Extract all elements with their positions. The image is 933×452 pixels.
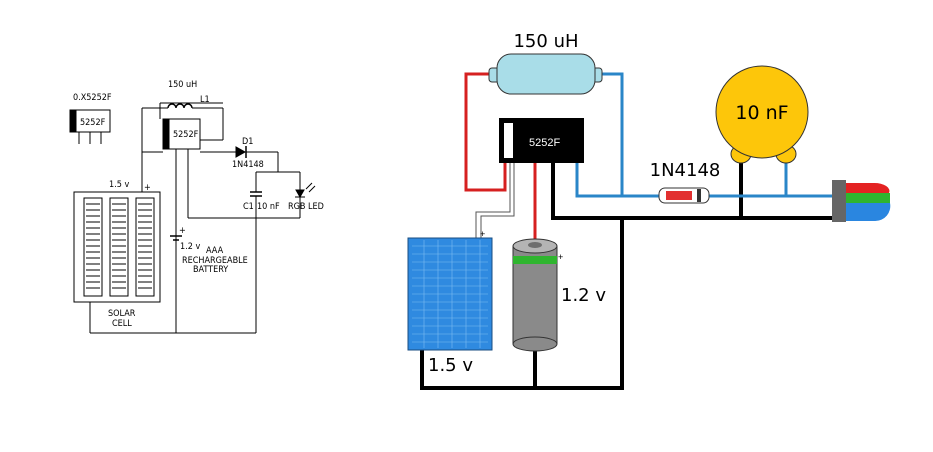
diode-symbol [235, 146, 300, 173]
capacitor-label: 10 nF [735, 102, 788, 124]
battery-plus: + [179, 226, 186, 236]
solar-panel-component: + 1.5 v [407, 229, 493, 376]
solar-voltage: 1.5 v [109, 180, 129, 190]
led-symbol [188, 172, 316, 219]
red-wires [464, 72, 537, 245]
diode-ref: D1 [242, 137, 253, 147]
ic-label: 5252F [173, 130, 199, 140]
battery-label-1: AAA [206, 246, 224, 256]
battery-symbol [170, 235, 182, 241]
ic-package-label: 0.X5252F [73, 93, 112, 103]
diode-component: 1N4148 [650, 160, 721, 204]
blue-wires [575, 72, 835, 198]
black-wires [420, 160, 835, 390]
rgb-led-component [832, 180, 891, 222]
solar-plus: + [480, 229, 485, 239]
battery-component: + 1.2 v [512, 238, 606, 352]
solar-label-2: CELL [112, 319, 132, 329]
capacitor-symbol [250, 172, 262, 333]
capacitor-value: 10 nF [257, 202, 280, 212]
ic-package-part: 5252F [80, 118, 106, 128]
ic-symbol [141, 107, 236, 333]
diode-label: 1N4148 [650, 160, 721, 181]
battery-label-3: BATTERY [193, 265, 228, 275]
inductor-label: 150 uH [513, 31, 578, 52]
battery-voltage: 1.2 v [561, 285, 606, 306]
capacitor-component: 10 nF [715, 65, 809, 164]
ic-label: 5252F [529, 137, 560, 149]
battery-plus: + [558, 252, 563, 262]
led-label: RGB LED [288, 202, 324, 212]
wiring-illustration: 150 uH 5252F 1N4148 10 nF [407, 31, 891, 390]
ic-component: 5252F [499, 118, 584, 163]
inductor-value: 150 uH [168, 80, 197, 90]
solar-wires [475, 162, 515, 238]
inductor-component: 150 uH [488, 31, 603, 95]
schematic [69, 102, 316, 334]
solar-cell-symbol [73, 152, 256, 334]
inductor-ref: L1 [200, 95, 210, 105]
inductor-symbol [159, 102, 223, 109]
capacitor-ref: C1 [243, 202, 254, 212]
battery-label-2: RECHARGEABLE [182, 256, 248, 266]
ic-package-drawing [69, 109, 111, 144]
solar-plus: + [144, 183, 151, 193]
solar-label-1: SOLAR [108, 309, 136, 319]
solar-voltage: 1.5 v [428, 355, 473, 376]
schematic-labels: 0.X5252F 5252F 150 uH L1 5252F D1 1N4148… [73, 80, 324, 329]
diode-part: 1N4148 [232, 160, 264, 170]
battery-voltage: 1.2 v [180, 242, 200, 252]
